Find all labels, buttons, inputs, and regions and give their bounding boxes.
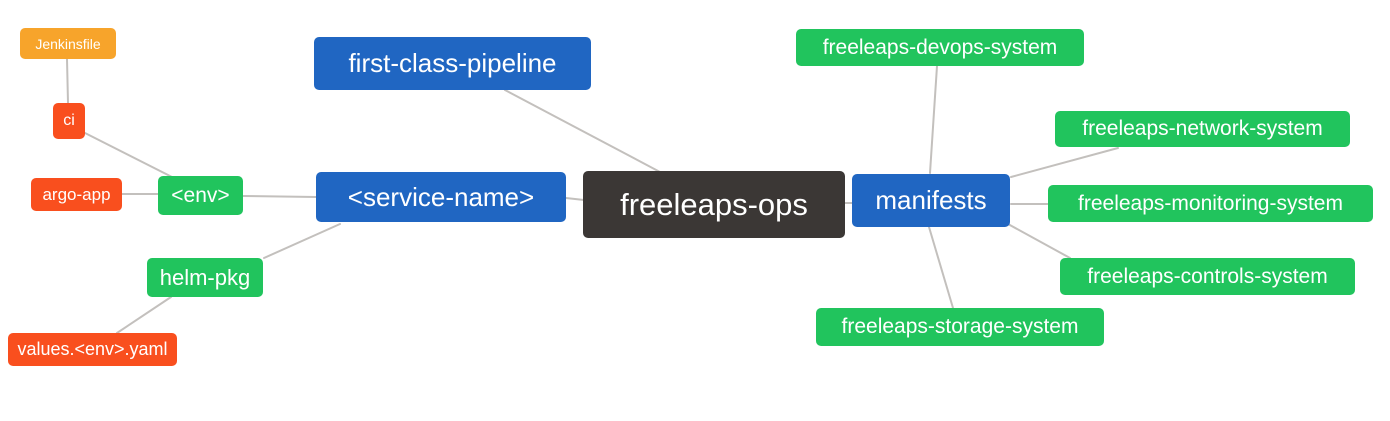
node-label: <env> bbox=[171, 183, 230, 207]
node-label: first-class-pipeline bbox=[348, 48, 557, 78]
mindmap-node-manifests[interactable]: manifests bbox=[852, 174, 1010, 227]
node-label: ci bbox=[63, 112, 75, 129]
edge-manifests-freeleaps-network-system bbox=[1010, 147, 1119, 178]
mindmap-node-jenkinsfile[interactable]: Jenkinsfile bbox=[20, 28, 116, 59]
mindmap-node-service-name[interactable]: <service-name> bbox=[316, 172, 566, 222]
mindmap-node-freeleaps-devops-system[interactable]: freeleaps-devops-system bbox=[796, 29, 1084, 66]
node-label: manifests bbox=[875, 185, 987, 215]
edge-freeleaps-ops-service-name bbox=[565, 197, 585, 201]
node-label: freeleaps-monitoring-system bbox=[1078, 191, 1343, 215]
node-label: freeleaps-storage-system bbox=[841, 315, 1079, 338]
edge-helm-pkg-values-env-yaml bbox=[116, 296, 172, 334]
edge-service-name-helm-pkg bbox=[263, 223, 341, 259]
edge-manifests-freeleaps-controls-system bbox=[1007, 223, 1071, 259]
edge-env-ci bbox=[84, 132, 173, 178]
mindmap-node-freeleaps-storage-system[interactable]: freeleaps-storage-system bbox=[816, 308, 1104, 346]
node-label: helm-pkg bbox=[159, 264, 251, 290]
edge-ci-jenkinsfile bbox=[66, 58, 69, 104]
mindmap-node-argo-app[interactable]: argo-app bbox=[31, 178, 122, 211]
mindmap-node-freeleaps-network-system[interactable]: freeleaps-network-system bbox=[1055, 111, 1350, 147]
node-label: freeleaps-controls-system bbox=[1087, 264, 1328, 288]
mindmap-node-helm-pkg[interactable]: helm-pkg bbox=[147, 258, 263, 297]
mindmap-node-values-env-yaml[interactable]: values.<env>.yaml bbox=[8, 333, 177, 366]
edge-manifests-freeleaps-storage-system bbox=[928, 226, 954, 309]
node-label: Jenkinsfile bbox=[35, 35, 101, 52]
edge-manifests-freeleaps-devops-system bbox=[929, 65, 938, 174]
edge-service-name-env bbox=[242, 195, 317, 198]
mindmap-node-freeleaps-monitoring-system[interactable]: freeleaps-monitoring-system bbox=[1048, 185, 1373, 222]
node-label: freeleaps-network-system bbox=[1082, 117, 1323, 140]
node-label: freeleaps-ops bbox=[620, 186, 808, 222]
node-label: <service-name> bbox=[347, 181, 535, 212]
mindmap-node-freeleaps-ops[interactable]: freeleaps-ops bbox=[583, 171, 845, 238]
mindmap-node-env[interactable]: <env> bbox=[158, 176, 243, 215]
node-label: freeleaps-devops-system bbox=[822, 35, 1058, 59]
edge-freeleaps-ops-first-class-pipeline bbox=[504, 89, 661, 173]
node-label: values.<env>.yaml bbox=[17, 339, 168, 359]
node-label: argo-app bbox=[42, 184, 111, 204]
mindmap-node-ci[interactable]: ci bbox=[53, 103, 85, 139]
mindmap-node-first-class-pipeline[interactable]: first-class-pipeline bbox=[314, 37, 591, 90]
mindmap-node-freeleaps-controls-system[interactable]: freeleaps-controls-system bbox=[1060, 258, 1355, 295]
